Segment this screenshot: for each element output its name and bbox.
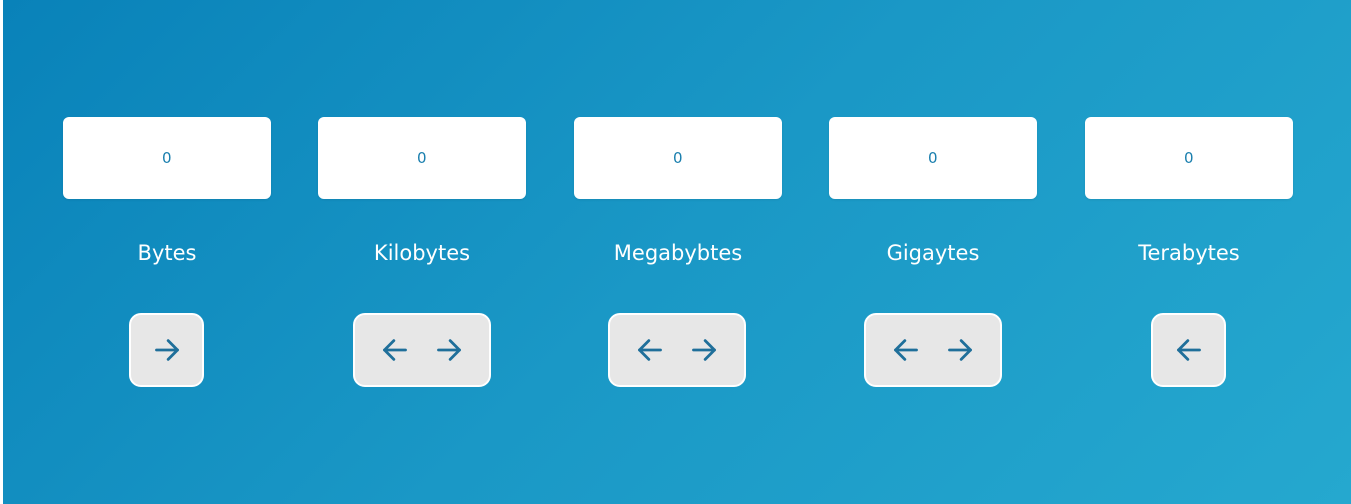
gigabytes-value-field[interactable]: 0 — [829, 117, 1037, 199]
gigabytes-button-group — [864, 313, 1002, 387]
converter-panel: 0 Bytes 0 Kilobytes — [3, 0, 1351, 504]
terabytes-button-group — [1151, 313, 1226, 387]
arrow-right-icon — [437, 339, 461, 361]
bytes-to-kilobytes-button[interactable] — [149, 330, 185, 370]
megabytes-button-group — [608, 313, 746, 387]
unit-column-megabytes: 0 Megabybtes — [574, 0, 782, 504]
bytes-label: Bytes — [137, 241, 197, 265]
kilobytes-label: Kilobytes — [373, 241, 471, 265]
unit-column-kilobytes: 0 Kilobytes — [318, 0, 526, 504]
arrow-left-icon — [894, 339, 918, 361]
kilobytes-value-field[interactable]: 0 — [318, 117, 526, 199]
unit-column-gigabytes: 0 Gigaytes — [829, 0, 1037, 504]
arrow-left-icon — [1176, 339, 1201, 361]
kilobytes-to-megabytes-button[interactable] — [431, 330, 467, 370]
megabytes-to-kilobytes-button[interactable] — [632, 330, 668, 370]
arrow-right-icon — [154, 339, 179, 361]
unit-column-bytes: 0 Bytes — [63, 0, 271, 504]
gigabytes-to-megabytes-button[interactable] — [888, 330, 924, 370]
arrow-left-icon — [383, 339, 407, 361]
megabytes-to-gigabytes-button[interactable] — [686, 330, 722, 370]
kilobytes-button-group — [353, 313, 491, 387]
gigabytes-label: Gigaytes — [886, 241, 980, 265]
megabytes-value-field[interactable]: 0 — [574, 117, 782, 199]
bytes-button-group — [129, 313, 204, 387]
gigabytes-to-terabytes-button[interactable] — [942, 330, 978, 370]
arrow-right-icon — [692, 339, 716, 361]
terabytes-label: Terabytes — [1138, 241, 1240, 265]
kilobytes-to-bytes-button[interactable] — [377, 330, 413, 370]
arrow-left-icon — [638, 339, 662, 361]
unit-column-terabytes: 0 Terabytes — [1085, 0, 1293, 504]
terabytes-to-gigabytes-button[interactable] — [1171, 330, 1207, 370]
terabytes-value-field[interactable]: 0 — [1085, 117, 1293, 199]
bytes-value-field[interactable]: 0 — [63, 117, 271, 199]
megabytes-label: Megabybtes — [613, 241, 743, 265]
arrow-right-icon — [948, 339, 972, 361]
